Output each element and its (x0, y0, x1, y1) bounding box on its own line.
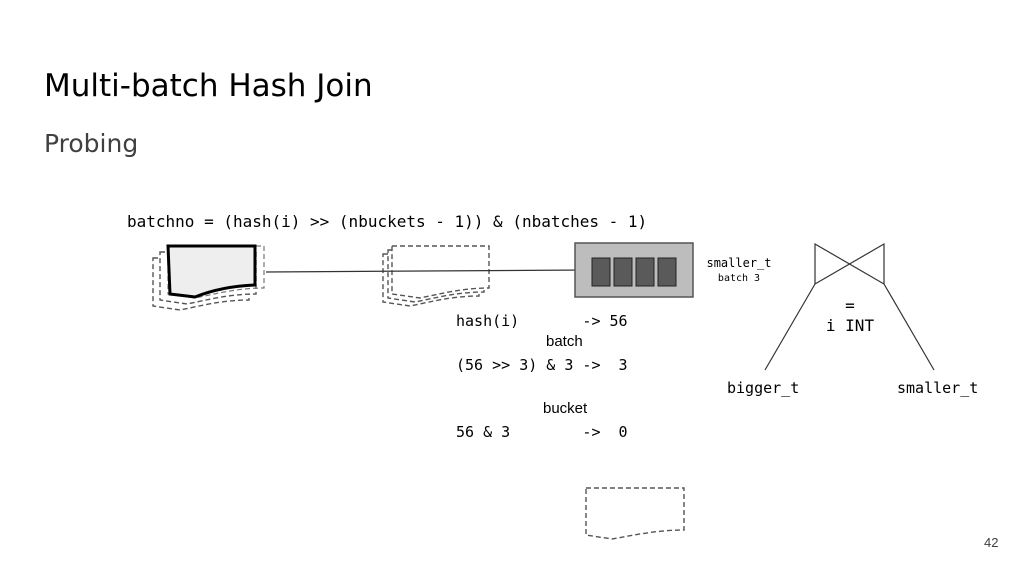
inner-batch-file-3 (391, 245, 490, 299)
outer-batch-files (152, 244, 265, 311)
output-batch-file (585, 487, 685, 540)
hash-bucket-2 (635, 257, 655, 287)
hash-bucket-0 (591, 257, 611, 287)
batch-label: batch (546, 333, 583, 350)
current-probe-batch (166, 244, 257, 299)
inner-batch-files (382, 245, 490, 307)
join-condition: i INT (825, 316, 875, 335)
hash-bucket-1 (613, 257, 633, 287)
slide-subtitle: Probing (44, 129, 139, 158)
join-right-input: smaller_t (897, 379, 979, 397)
batch-calc-line: (56 >> 3) & 3 -> 3 (456, 356, 628, 374)
bucket-label: bucket (543, 400, 588, 417)
join-tree-lines (764, 242, 935, 371)
hash-bucket-3 (657, 257, 677, 287)
batchno-formula: batchno = (hash(i) >> (nbuckets - 1)) & … (127, 212, 648, 231)
join-left-input: bigger_t (727, 379, 800, 397)
join-left-edge (764, 283, 816, 371)
outer-batch-file-current (167, 245, 265, 299)
hash-table-batch: batch 3 (717, 273, 761, 284)
hash-value-line: hash(i) -> 56 (456, 312, 628, 330)
hash-table (574, 242, 694, 298)
page-number: 42 (984, 535, 999, 550)
join-operator-symbol: = (845, 296, 855, 315)
join-operator: = i INT (790, 296, 910, 336)
slide-title: Multi-batch Hash Join (44, 68, 373, 104)
hash-table-name: smaller_t (706, 256, 772, 270)
bucket-calc-line: 56 & 3 -> 0 (456, 423, 628, 441)
join-right-edge (883, 283, 935, 371)
join-bowtie-icon (814, 242, 885, 286)
